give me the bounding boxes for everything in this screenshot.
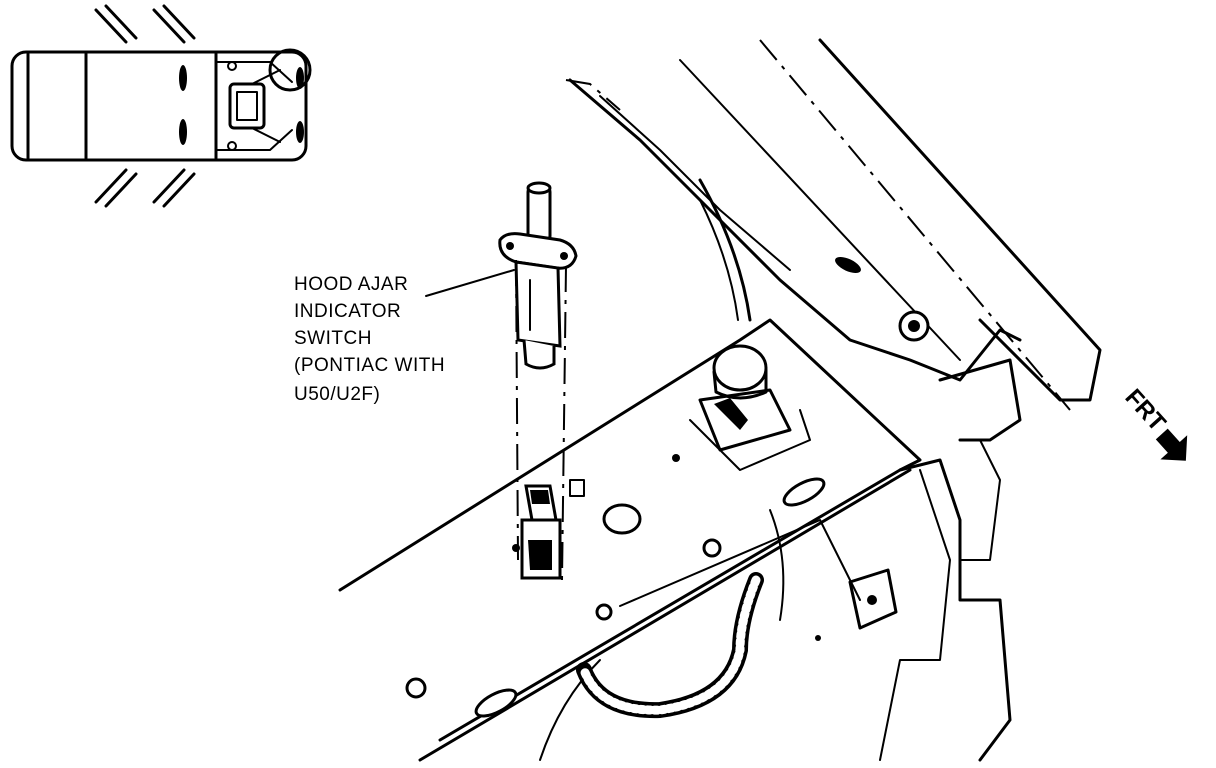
vehicle-top-view-locator-icon bbox=[10, 4, 312, 208]
callout-line-5: U50/U2F) bbox=[294, 384, 380, 405]
callout-leader-line bbox=[425, 269, 515, 297]
radiator-support-panel bbox=[338, 318, 1012, 762]
hood-ajar-switch-part bbox=[498, 181, 578, 581]
front-direction-arrow-icon: FRT bbox=[1120, 384, 1188, 461]
callout-line-4: (PONTIAC WITH bbox=[294, 355, 445, 376]
wiring-harness bbox=[576, 572, 764, 719]
callout-line-3: SWITCH bbox=[294, 328, 372, 349]
hood-ajar-switch-callout: HOOD AJAR INDICATOR SWITCH (PONTIAC WITH… bbox=[294, 274, 445, 405]
frt-label: FRT bbox=[1120, 384, 1172, 437]
callout-line-1: HOOD AJAR bbox=[294, 274, 408, 295]
hood-edge-panel bbox=[565, 38, 1102, 561]
callout-line-2: INDICATOR bbox=[294, 301, 401, 322]
